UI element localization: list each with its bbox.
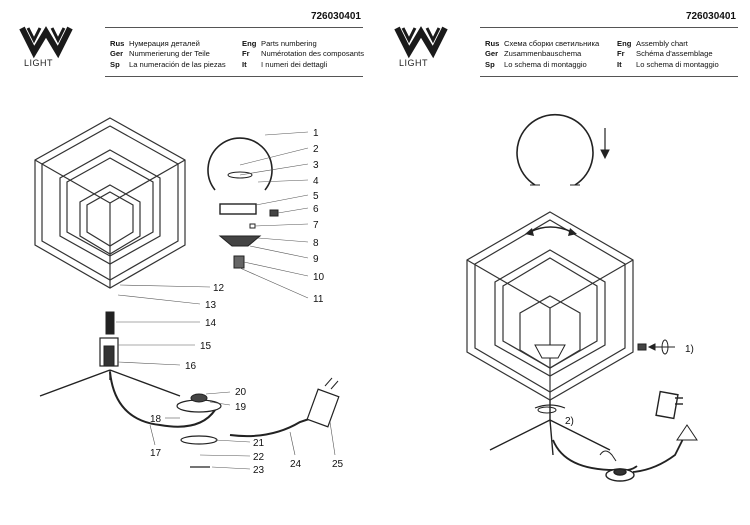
brand-logo-text: LIGHT bbox=[399, 58, 429, 68]
header-divider-top bbox=[480, 27, 738, 28]
part-number-24: 24 bbox=[290, 459, 302, 470]
step-label-2: 2) bbox=[565, 416, 574, 427]
assembly-drawing: 1) 2) bbox=[466, 113, 698, 482]
header-divider-top bbox=[105, 27, 363, 28]
brand-logo-icon bbox=[19, 26, 73, 59]
step-label-1: 1) bbox=[685, 344, 694, 355]
header-divider-bottom bbox=[105, 76, 363, 77]
part-number-4: 4 bbox=[313, 176, 319, 187]
part-number-labels: 1 2 3 4 5 6 7 8 9 10 11 12 13 14 15 16 1… bbox=[150, 128, 344, 476]
top-parts bbox=[207, 137, 279, 269]
part-number-19: 19 bbox=[235, 402, 247, 413]
part-number-2: 2 bbox=[313, 144, 319, 155]
switch-hand-icon bbox=[599, 450, 617, 462]
header-divider-bottom bbox=[480, 76, 738, 77]
lamp-shade-illustration bbox=[516, 113, 594, 186]
product-code: 726030401 bbox=[310, 11, 361, 22]
part-number-15: 15 bbox=[200, 341, 212, 352]
part-number-12: 12 bbox=[213, 283, 225, 294]
part-number-25: 25 bbox=[332, 459, 344, 470]
brand-logo-text: LIGHT bbox=[24, 58, 54, 68]
leader-lines bbox=[116, 131, 336, 470]
product-code: 726030401 bbox=[685, 11, 736, 22]
part-number-14: 14 bbox=[205, 318, 217, 329]
part-number-18: 18 bbox=[150, 414, 162, 425]
part-number-17: 17 bbox=[150, 448, 162, 459]
part-number-21: 21 bbox=[253, 438, 265, 449]
part-number-13: 13 bbox=[205, 300, 217, 311]
part-number-16: 16 bbox=[185, 361, 197, 372]
part-number-11: 11 bbox=[313, 294, 324, 305]
brand-logo-icon bbox=[394, 26, 448, 59]
stand-parts bbox=[39, 311, 340, 468]
stand-illustration bbox=[489, 390, 698, 482]
rotate-arrow-icon bbox=[529, 226, 573, 233]
cube-frame-illustration bbox=[466, 211, 634, 401]
part-number-22: 22 bbox=[253, 452, 265, 463]
part-number-9: 9 bbox=[313, 254, 319, 265]
part-number-20: 20 bbox=[235, 387, 247, 398]
part-number-23: 23 bbox=[253, 465, 265, 476]
step-1-arrow bbox=[637, 339, 675, 355]
part-number-10: 10 bbox=[313, 272, 325, 283]
part-number-3: 3 bbox=[313, 160, 319, 171]
part-number-1: 1 bbox=[313, 128, 319, 139]
arrow-down-icon bbox=[600, 128, 610, 160]
part-number-8: 8 bbox=[313, 238, 319, 249]
part-number-6: 6 bbox=[313, 204, 319, 215]
part-number-7: 7 bbox=[313, 220, 319, 231]
part-number-5: 5 bbox=[313, 191, 319, 202]
exploded-parts-drawing: 1 2 3 4 5 6 7 8 9 10 11 12 13 14 15 16 1… bbox=[34, 117, 344, 476]
cube-frame-illustration bbox=[34, 117, 186, 289]
rotate-arrow-icon bbox=[534, 404, 566, 409]
